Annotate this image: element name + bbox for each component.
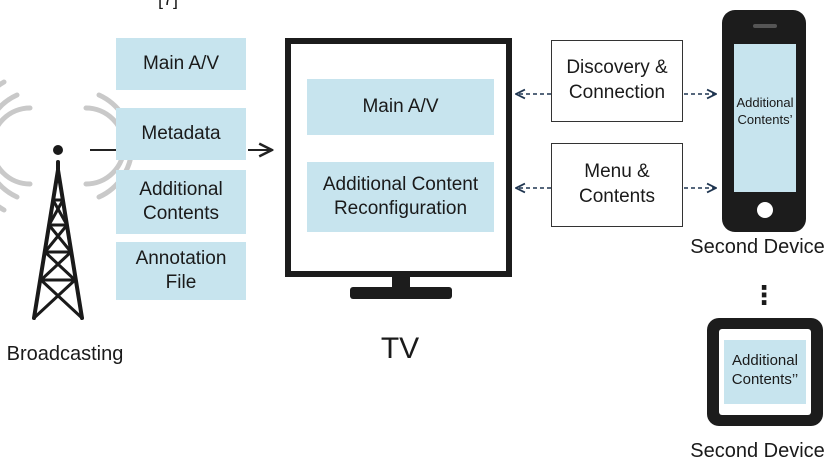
- menu-contents-box: Menu & Contents: [551, 143, 683, 227]
- discovery-connection-box: Discovery & Connection: [551, 40, 683, 122]
- broadcasting-label: Broadcasting: [6, 343, 124, 365]
- broadcast-item-additional-contents: Additional Contents: [116, 170, 246, 234]
- broadcast-item-main-av: Main A/V: [116, 38, 246, 90]
- tablet-screen-text: Additional Contents’’: [731, 352, 799, 388]
- tv-label: TV: [380, 332, 420, 365]
- tv-additional-content-reconfiguration: Additional Content Reconfiguration: [307, 162, 494, 232]
- tablet-second-device-label: Second Device: [690, 440, 825, 462]
- more-devices-ellipsis: ⋮: [751, 280, 777, 310]
- phone-icon: [722, 10, 806, 232]
- broadcast-item-metadata: Metadata: [116, 108, 246, 160]
- phone-second-device-label: Second Device: [690, 236, 825, 258]
- broadcast-tower-icon: [0, 79, 135, 320]
- top-reference-fragment: [7]: [146, 0, 190, 10]
- tablet-icon: [707, 318, 823, 426]
- link-arrows: [516, 94, 716, 188]
- phone-screen-text: Additional Contents’: [736, 95, 794, 127]
- tv-main-av: Main A/V: [307, 79, 494, 135]
- broadcast-item-annotation-file: Annotation File: [116, 242, 246, 300]
